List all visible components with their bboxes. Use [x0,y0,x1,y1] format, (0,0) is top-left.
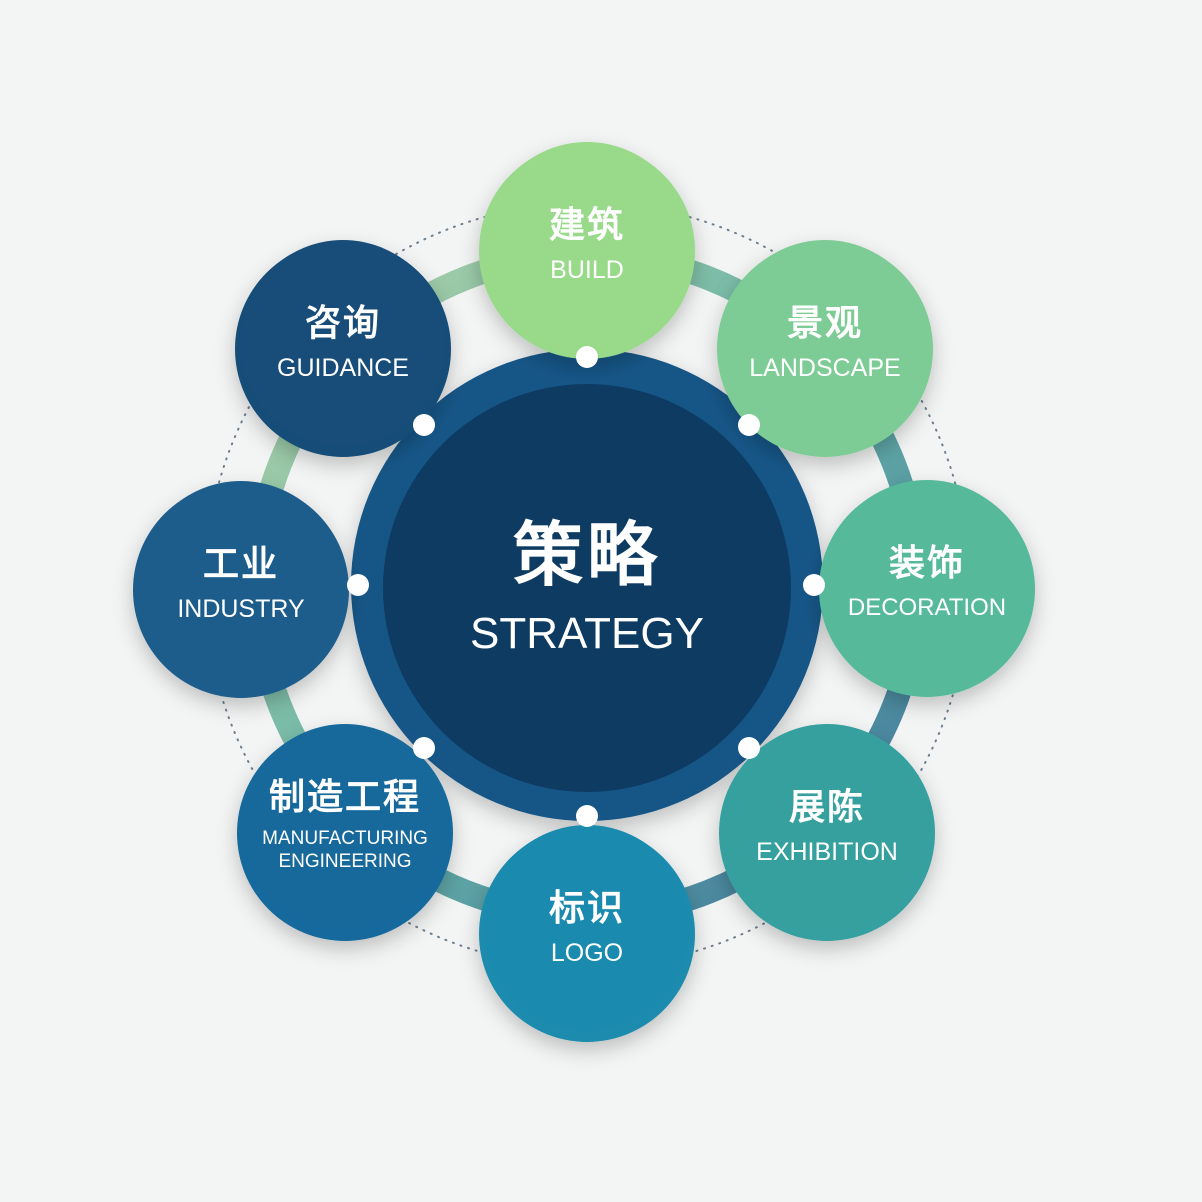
node-logo-disc [484,825,690,1031]
node-landscape-en: LANDSCAPE [749,353,901,382]
connector-dot-manufacturing [413,737,435,759]
node-decoration[interactable]: 装饰 DECORATION [824,480,1030,686]
node-decoration-disc [824,480,1030,686]
node-decoration-en: DECORATION [847,594,1007,621]
node-landscape-disc [722,240,928,446]
connector-dot-landscape [738,414,760,436]
connector-dot-build [576,346,598,368]
node-manufacturing[interactable]: 制造工程 MANUFACTURING ENGINEERING [242,724,448,930]
connector-dot-industry [347,574,369,596]
node-industry-zh: 工业 [202,543,279,585]
center-inner-disc [383,384,791,792]
node-decoration-zh: 装饰 [888,543,965,584]
node-guidance-disc [240,240,446,446]
node-build-zh: 建筑 [548,204,625,246]
connector-dot-exhibition [738,737,760,759]
node-guidance-en: GUIDANCE [277,353,409,382]
node-guidance-zh: 咨询 [304,302,381,344]
connector-dot-decoration [803,574,825,596]
node-logo[interactable]: 标识 LOGO [484,825,690,1031]
node-exhibition[interactable]: 展陈 EXHIBITION [724,724,930,930]
node-landscape[interactable]: 景观 LANDSCAPE [722,240,928,446]
node-logo-en: LOGO [550,938,624,967]
node-build-disc [484,142,690,348]
node-build-en: BUILD [550,255,624,284]
center-strategy: 策略 STRATEGY [383,384,791,792]
node-landscape-zh: 景观 [786,302,863,344]
center-title-zh: 策略 [513,514,661,596]
center-title-en: STRATEGY [470,609,704,658]
node-build[interactable]: 建筑 BUILD [484,142,690,348]
node-exhibition-zh: 展陈 [788,786,865,828]
node-logo-zh: 标识 [548,887,625,929]
node-industry-en: INDUSTRY [177,594,305,623]
connector-dot-logo [576,805,598,827]
node-manufacturing-disc [242,724,448,930]
connector-dot-guidance [413,414,435,436]
node-guidance[interactable]: 咨询 GUIDANCE [240,240,446,446]
node-industry-disc [138,481,344,687]
node-manufacturing-zh: 制造工程 [268,777,421,819]
node-exhibition-disc [724,724,930,930]
node-industry[interactable]: 工业 INDUSTRY [138,481,344,687]
node-manufacturing-en: MANUFACTURING ENGINEERING [262,828,428,872]
node-exhibition-en: EXHIBITION [756,837,898,866]
